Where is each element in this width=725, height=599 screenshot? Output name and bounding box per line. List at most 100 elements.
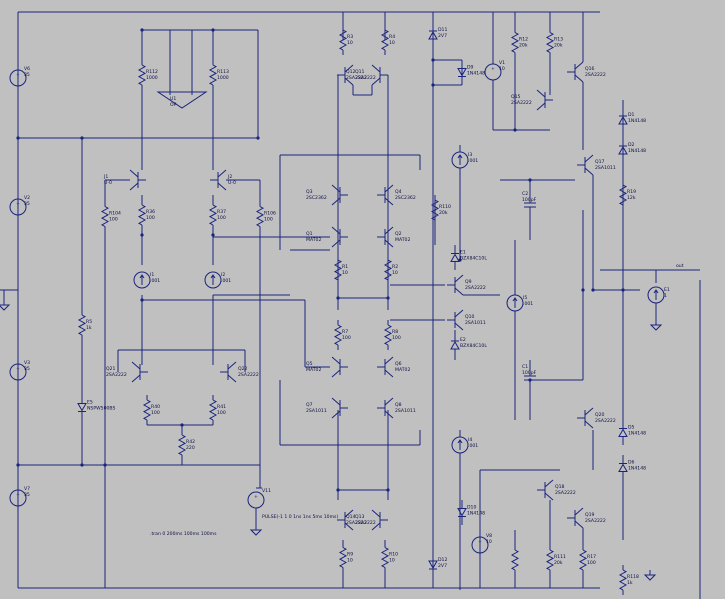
current-source-body xyxy=(204,271,222,289)
transistor-q14 xyxy=(371,509,388,531)
resistor xyxy=(430,199,440,221)
collector-lead xyxy=(384,397,394,406)
voltage-source-body xyxy=(9,198,27,216)
voltage-source-body xyxy=(247,491,265,509)
component-value-label: 35 xyxy=(24,72,30,78)
current-source xyxy=(204,271,222,289)
component-name-label: Q3 xyxy=(306,189,313,195)
component-value-label: 1 xyxy=(664,293,667,299)
jfet-j2 xyxy=(210,169,227,191)
component-value-label: 100 xyxy=(151,410,160,416)
component-name-label: Q19 xyxy=(585,512,595,518)
junction xyxy=(336,296,340,300)
component-name-label: V7 xyxy=(24,486,30,492)
voltage-source: + xyxy=(9,69,27,87)
resistor xyxy=(333,324,343,346)
component-value-label: 10 xyxy=(486,539,492,545)
component-name-label: D5 xyxy=(628,425,635,431)
collector-lead xyxy=(454,309,464,318)
led-d2 xyxy=(618,145,628,155)
resistor xyxy=(208,204,218,226)
component-name-label: Q10 xyxy=(465,314,475,320)
junction xyxy=(180,423,184,427)
component-value-label: .001 xyxy=(150,278,160,284)
component-name-label: I3 xyxy=(468,152,472,158)
component-name-label: Q2 xyxy=(395,231,402,237)
resistor-zigzag xyxy=(618,184,628,206)
resistor-zigzag xyxy=(208,399,218,421)
emitter-lead xyxy=(384,410,394,419)
emitter-lead xyxy=(344,522,354,531)
emitter-lead xyxy=(384,239,394,248)
component-name-label: Q16 xyxy=(585,66,595,72)
resistor-zigzag xyxy=(383,259,393,281)
collector-lead xyxy=(344,509,354,518)
resistor xyxy=(208,399,218,421)
collector-lead xyxy=(129,169,139,178)
current-source xyxy=(133,271,151,289)
capacitor xyxy=(524,202,536,208)
junction xyxy=(140,28,144,32)
resistor-zigzag xyxy=(255,206,265,227)
junction xyxy=(591,288,595,292)
component-value-label: 2SA2222 xyxy=(355,520,376,526)
resistor-zigzag xyxy=(100,206,110,227)
component-name-label: R12 xyxy=(519,37,528,43)
component-value-label: 100pF xyxy=(522,197,537,203)
component-value-label: 2SA1011 xyxy=(395,408,416,414)
voltage-source: + xyxy=(9,198,27,216)
component-value-label: 10 xyxy=(499,66,505,72)
zener-d11 xyxy=(428,30,438,40)
transistor-q9 xyxy=(447,274,464,296)
component-name-label: E1 xyxy=(460,250,466,256)
transistor-q1 xyxy=(331,226,348,248)
component-value-label: OP xyxy=(170,102,177,108)
component-value-label: 100 xyxy=(217,410,226,416)
junction xyxy=(211,233,215,237)
component-value-label: 100 xyxy=(392,335,401,341)
resistor xyxy=(578,549,588,571)
component-name-label: R8 xyxy=(392,329,398,335)
junction xyxy=(513,128,517,132)
component-name-label: Q21 xyxy=(106,366,116,372)
component-value-label: 2SA2222 xyxy=(555,490,576,496)
component-value-label: 2SA2222 xyxy=(346,75,367,81)
component-value-label: 1N4148 xyxy=(467,511,485,517)
emitter-lead xyxy=(331,197,341,206)
current-arrow-head xyxy=(653,289,659,294)
collector-lead xyxy=(384,184,394,193)
resistor-zigzag xyxy=(137,64,147,86)
collector-lead xyxy=(584,154,594,163)
transistor-q21 xyxy=(131,361,148,383)
transistor-q13 xyxy=(337,509,354,531)
component-value-label: 1N4148 xyxy=(628,118,646,124)
junction xyxy=(80,136,84,140)
ground-symbol xyxy=(643,574,657,581)
emitter-lead xyxy=(544,492,554,501)
plus-sign: + xyxy=(16,366,20,372)
tran-annotation: .tran 0 200ms 100ms 100ms xyxy=(150,531,217,537)
plus-sign: + xyxy=(16,492,20,498)
junction xyxy=(336,488,340,492)
emitter-lead xyxy=(371,522,381,531)
transistor-q5 xyxy=(331,356,348,378)
junction xyxy=(16,136,20,140)
component-name-label: R41 xyxy=(217,404,226,410)
resistor-zigzag xyxy=(338,29,348,51)
component-name-label: V11 xyxy=(262,488,271,494)
component-name-label: Q22 xyxy=(238,366,248,372)
op-amp-body xyxy=(156,91,208,109)
resistor-zigzag xyxy=(208,64,218,86)
transistor-q20 xyxy=(577,407,594,429)
component-name-label: D6 xyxy=(628,460,635,466)
current-source-body xyxy=(506,294,524,312)
component-name-label: R9 xyxy=(347,552,353,558)
component-name-label: R104 xyxy=(109,211,121,217)
collector-lead xyxy=(454,274,464,283)
transistor-q2 xyxy=(377,226,394,248)
resistor xyxy=(545,549,555,571)
component-name-label: R106 xyxy=(264,211,276,217)
collector-lead xyxy=(217,169,227,178)
emitter-lead xyxy=(331,410,341,419)
component-value-label: 2SA2222 xyxy=(106,372,127,378)
